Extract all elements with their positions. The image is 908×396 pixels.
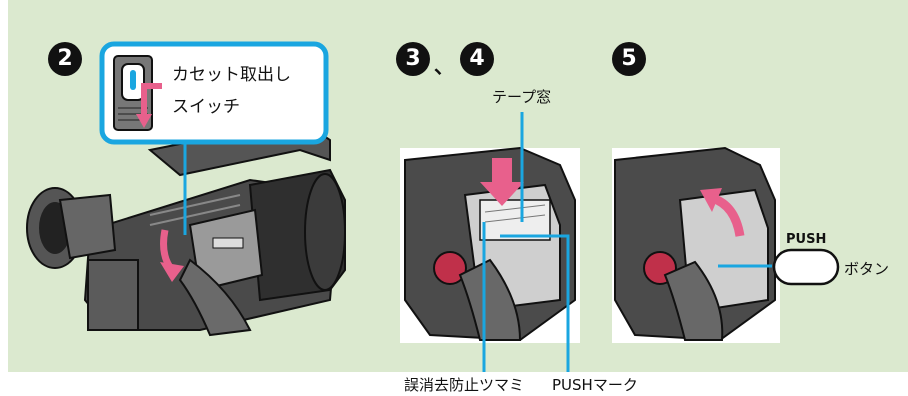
step-2-badge: 2 xyxy=(48,42,82,76)
step-separator: 、 xyxy=(434,54,454,78)
button-label: ボタン xyxy=(844,260,890,278)
step-4-badge: 4 xyxy=(460,42,494,76)
push-text-label: PUSH xyxy=(786,232,827,247)
eject-switch-label-line1: カセット取出し xyxy=(172,65,291,85)
camcorder-open-icon xyxy=(400,146,580,343)
eject-switch-callout xyxy=(99,41,329,145)
tape-window-label: テープ窓 xyxy=(492,88,552,106)
insert-arrow-icon xyxy=(480,158,524,206)
erase-protect-tab-label: 誤消去防止ツマミ xyxy=(404,376,525,394)
camcorder-icon xyxy=(26,118,346,337)
push-button-icon xyxy=(772,248,840,286)
step-5-badge: 5 xyxy=(612,42,646,76)
step-3-badge: 3 xyxy=(396,42,430,76)
push-mark-label: PUSHマーク xyxy=(552,376,638,394)
eject-switch-label-line2: スイッチ xyxy=(172,97,240,117)
camcorder-close-icon xyxy=(612,146,780,343)
